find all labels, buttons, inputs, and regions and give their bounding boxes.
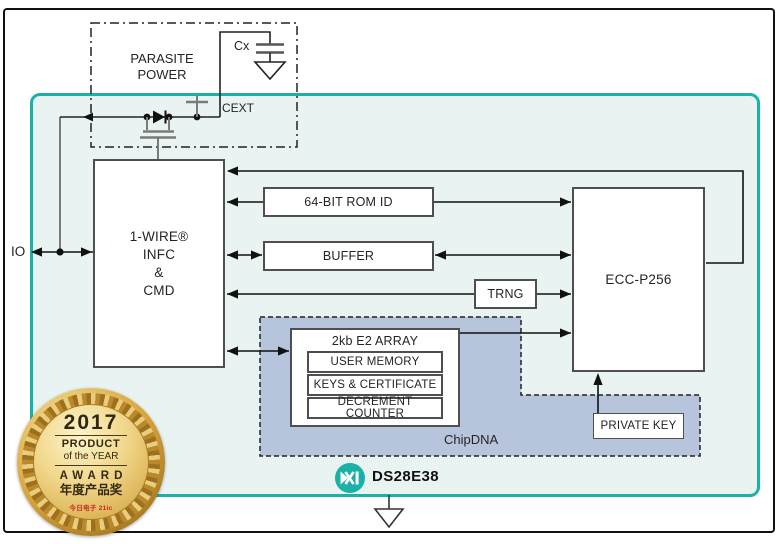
outer-frame	[3, 8, 775, 533]
block-1wire-infc-cmd: 1-WIRE® INFC & CMD	[93, 159, 225, 368]
award-medal: 2017 PRODUCT of the YEAR AWARD 年度产品奖 今日电…	[17, 388, 165, 536]
block-e2-array: 2kb E2 ARRAY USER MEMORY KEYS & CERTIFIC…	[290, 328, 460, 427]
medal-divider	[55, 435, 127, 436]
block-trng: TRNG	[474, 279, 537, 309]
parasite-power-line1: PARASITE	[130, 51, 194, 66]
block-1wire-line: 1-WIRE®	[129, 228, 189, 244]
medal-divider	[55, 465, 127, 466]
block-64bit-rom-id: 64-BIT ROM ID	[263, 187, 434, 217]
cext-label: CEXT	[222, 101, 255, 115]
block-1wire-line: CMD	[143, 282, 175, 298]
cx-label: Cx	[234, 39, 250, 53]
maxim-logo-icon	[335, 463, 365, 493]
award-of-the-year: of the YEAR	[63, 451, 119, 462]
block-buffer: BUFFER	[263, 241, 434, 271]
part-number: DS28E38	[372, 468, 440, 485]
block-ecc-p256: ECC-P256	[572, 187, 705, 372]
parasite-power-line2: POWER	[137, 67, 187, 82]
block-decrement-counter: DECREMENT COUNTER	[307, 396, 443, 420]
block-1wire-line: INFC	[142, 246, 176, 262]
award-credit: 今日电子 21ic	[69, 505, 113, 512]
block-private-key: PRIVATE KEY	[593, 413, 684, 439]
award-award: AWARD	[59, 470, 128, 482]
e2-array-title: 2kb E2 ARRAY	[331, 334, 419, 348]
io-label: IO	[11, 244, 26, 259]
block-user-memory: USER MEMORY	[307, 351, 443, 373]
award-chinese: 年度产品奖	[59, 483, 123, 497]
block-1wire-line: &	[154, 264, 164, 280]
block-keys-certificate: KEYS & CERTIFICATE	[307, 374, 443, 396]
award-product: PRODUCT	[61, 438, 121, 450]
parasite-power-label: PARASITE POWER	[122, 51, 202, 83]
award-year: 2017	[63, 411, 119, 434]
medal-face: 2017 PRODUCT of the YEAR AWARD 年度产品奖 今日电…	[33, 404, 149, 520]
chipdna-label: ChipDNA	[444, 432, 499, 447]
